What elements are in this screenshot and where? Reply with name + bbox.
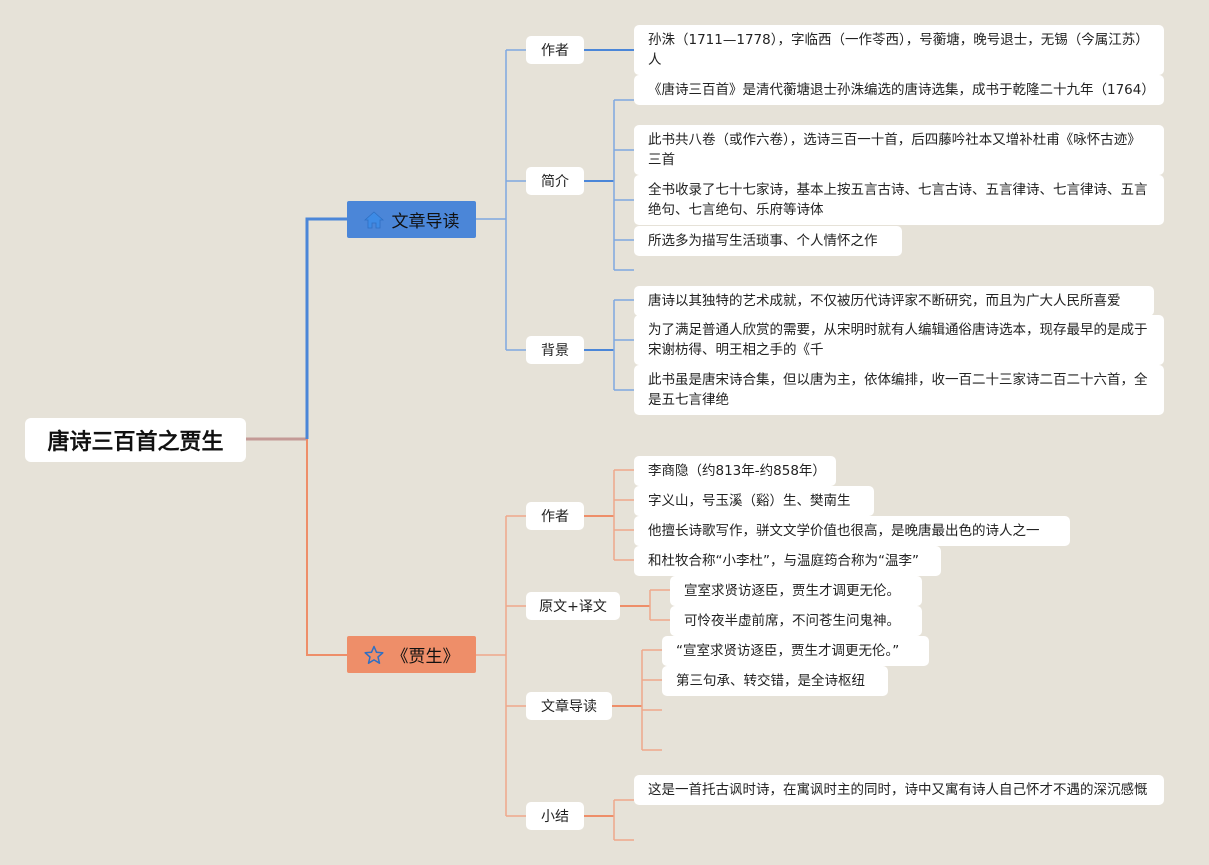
leaf-node[interactable]: 此书共八卷（或作六卷），选诗三百一十首，后四藤吟社本又增补杜甫《咏怀古迹》三首 bbox=[634, 125, 1164, 175]
leaf-node[interactable]: 全书收录了七十七家诗，基本上按五言古诗、七言古诗、五言律诗、七言律诗、五言绝句、… bbox=[634, 175, 1164, 225]
leaf-node[interactable]: 这是一首托古讽时诗，在寓讽时主的同时，诗中又寓有诗人自己怀才不遇的深沉感慨 bbox=[634, 775, 1164, 805]
star-icon bbox=[363, 645, 384, 665]
leaf-node[interactable]: 为了满足普通人欣赏的需要，从宋明时就有人编辑通俗唐诗选本，现存最早的是成于宋谢枋… bbox=[634, 315, 1164, 365]
leaf-node[interactable]: 他擅长诗歌写作，骈文文学价值也很高，是晚唐最出色的诗人之一 bbox=[634, 516, 1070, 546]
sub-node-summary[interactable]: 小结 bbox=[526, 802, 584, 830]
leaf-node[interactable]: 李商隐（约813年-约858年） bbox=[634, 456, 836, 486]
branch-label: 《贾生》 bbox=[391, 647, 460, 667]
leaf-node[interactable]: “宣室求贤访逐臣，贾生才调更无伦。” bbox=[662, 636, 929, 666]
leaf-node[interactable]: 唐诗以其独特的艺术成就，不仅被历代诗评家不断研究，而且为广大人民所喜爱 bbox=[634, 286, 1154, 316]
sub-node-author[interactable]: 作者 bbox=[526, 502, 584, 530]
sub-node-author[interactable]: 作者 bbox=[526, 36, 584, 64]
branch-node-reading-guide[interactable]: 文章导读 bbox=[347, 201, 476, 238]
leaf-node[interactable]: 孙洙（1711—1778），字临西（一作苓西），号蘅塘，晚号退士，无锡（今属江苏… bbox=[634, 25, 1164, 75]
leaf-node[interactable]: 第三句承、转交错，是全诗枢纽 bbox=[662, 666, 888, 696]
leaf-node[interactable]: 此书虽是唐宋诗合集，但以唐为主，依体编排，收一百二十三家诗二百二十六首，全是五七… bbox=[634, 365, 1164, 415]
sub-node-reading-guide[interactable]: 文章导读 bbox=[526, 692, 612, 720]
leaf-node[interactable]: 可怜夜半虚前席，不问苍生问鬼神。 bbox=[670, 606, 922, 636]
root-node[interactable]: 唐诗三百首之贾生 bbox=[25, 418, 246, 462]
leaf-node[interactable]: 《唐诗三百首》是清代蘅塘退士孙洙编选的唐诗选集，成书于乾隆二十九年（1764） bbox=[634, 75, 1164, 105]
sub-node-background[interactable]: 背景 bbox=[526, 336, 584, 364]
leaf-node[interactable]: 宣室求贤访逐臣，贾生才调更无伦。 bbox=[670, 576, 922, 606]
sub-node-original-translation[interactable]: 原文+译文 bbox=[526, 592, 620, 620]
leaf-node[interactable]: 字义山，号玉溪（谿）生、樊南生 bbox=[634, 486, 874, 516]
leaf-node[interactable]: 和杜牧合称“小李杜”，与温庭筠合称为“温李” bbox=[634, 546, 941, 576]
branch-node-jia-sheng[interactable]: 《贾生》 bbox=[347, 636, 476, 673]
leaf-node[interactable]: 所选多为描写生活琐事、个人情怀之作 bbox=[634, 226, 902, 256]
sub-node-intro[interactable]: 简介 bbox=[526, 167, 584, 195]
home-icon bbox=[363, 210, 384, 230]
branch-label: 文章导读 bbox=[391, 212, 460, 232]
